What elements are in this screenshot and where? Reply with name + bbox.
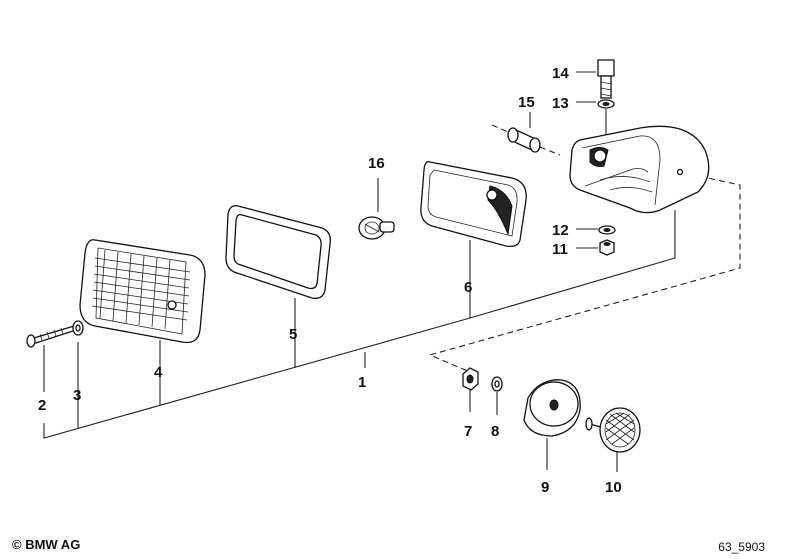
- washer-part-13: [597, 99, 615, 109]
- label-part-2: 2: [38, 397, 46, 414]
- label-part-5: 5: [289, 326, 297, 343]
- washer-part-12: [598, 225, 616, 235]
- label-part-10: 10: [605, 479, 622, 496]
- leader-lines: [43, 71, 741, 472]
- label-part-9: 9: [541, 479, 549, 496]
- part-labels: 1 2 3 4 5 6 7 8 9 10 11 12 13 14 15 16: [38, 65, 622, 496]
- label-part-11: 11: [552, 241, 568, 258]
- copyright-text: © BMW AG: [12, 537, 81, 552]
- washer-part-3: [72, 320, 84, 336]
- reflector-disc-part: [585, 407, 641, 453]
- lamp-housing: [569, 125, 710, 214]
- sleeve-part: [491, 124, 561, 156]
- label-part-3: 3: [73, 387, 81, 404]
- rear-light-lens: [79, 239, 206, 344]
- label-part-15: 15: [518, 94, 535, 111]
- nut-part-11: [599, 239, 615, 256]
- gasket-part: [225, 205, 331, 299]
- label-part-4: 4: [154, 364, 163, 381]
- bolt-part: [597, 59, 615, 99]
- screw-part: [26, 325, 77, 348]
- label-part-1: 1: [358, 374, 366, 391]
- label-part-14: 14: [552, 65, 569, 82]
- washer-part-8: [491, 376, 503, 392]
- label-part-13: 13: [552, 95, 569, 112]
- nut-part-7: [462, 367, 479, 391]
- reflector-part: [420, 161, 527, 248]
- bulb-part: [358, 216, 395, 240]
- label-part-8: 8: [491, 423, 499, 440]
- label-part-6: 6: [464, 279, 472, 296]
- label-part-7: 7: [464, 423, 472, 440]
- label-part-16: 16: [368, 155, 385, 172]
- reflector-base-part: [523, 379, 581, 437]
- diagram-reference: 63_5903: [718, 540, 765, 554]
- label-part-12: 12: [552, 222, 569, 239]
